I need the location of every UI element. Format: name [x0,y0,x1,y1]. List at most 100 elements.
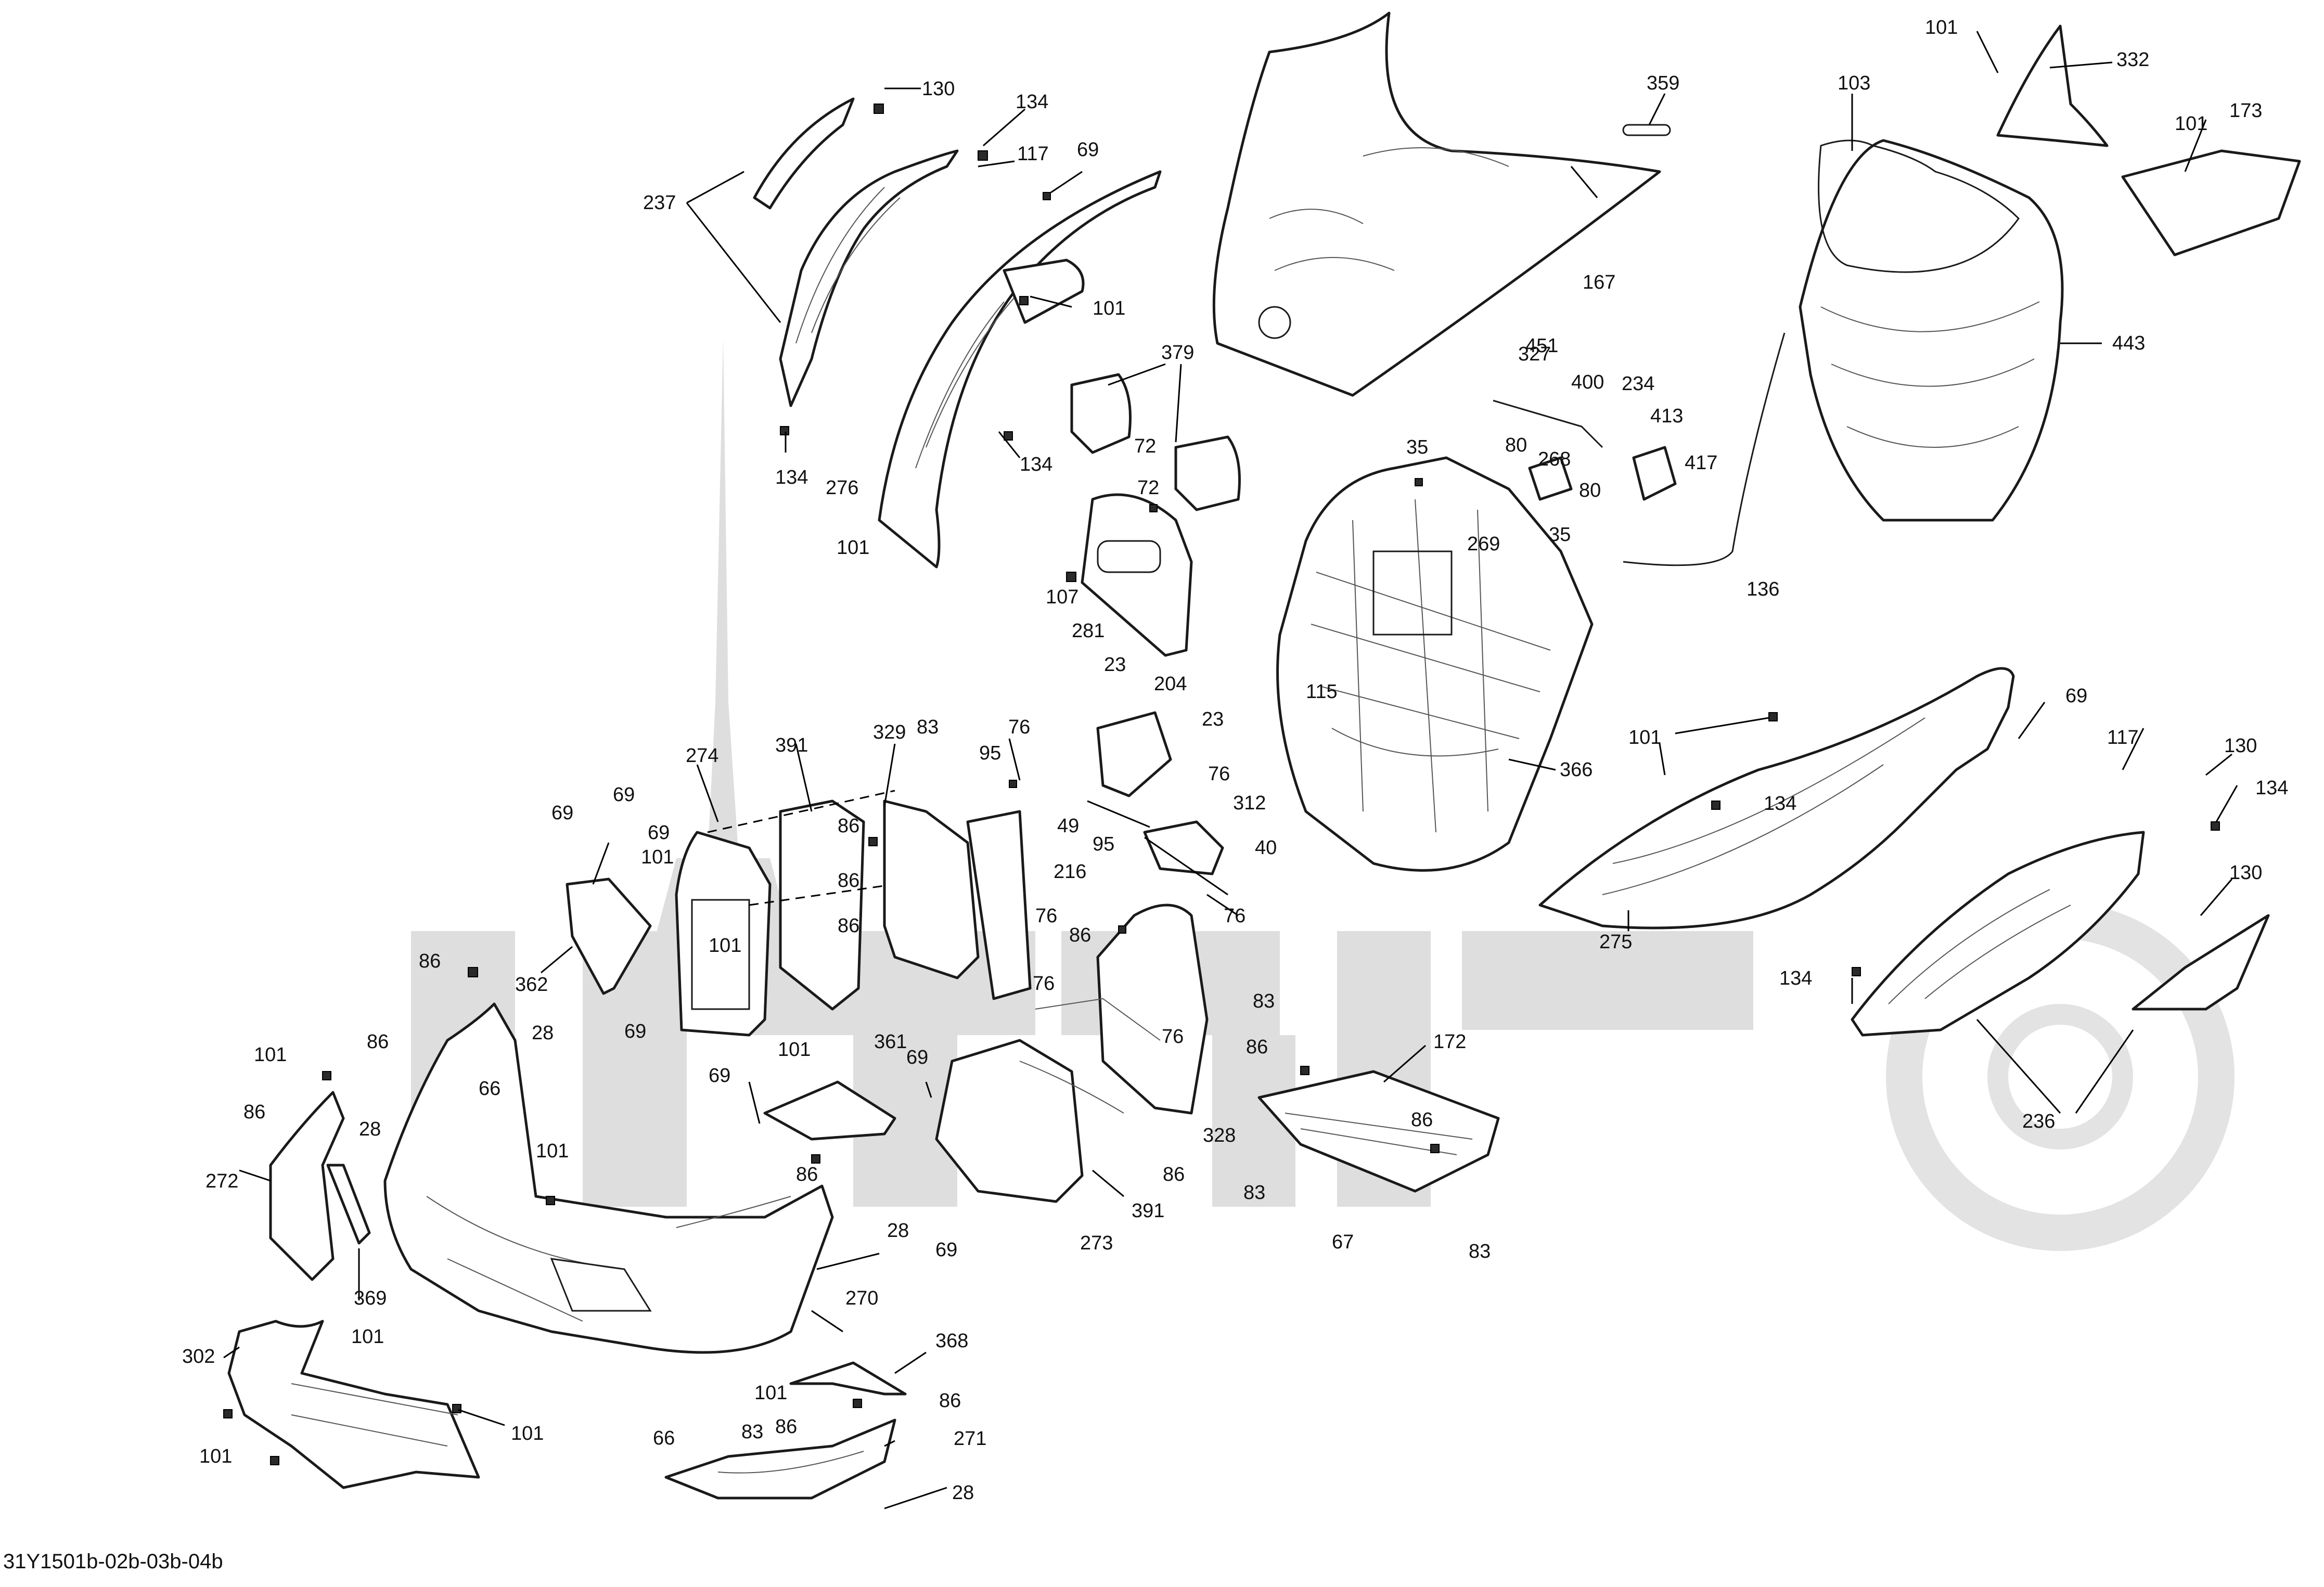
callout-134: 134 [775,467,808,488]
callout-76: 76 [1035,905,1057,927]
callout-130: 130 [2224,735,2257,757]
callout-101: 101 [536,1140,569,1162]
callout-136: 136 [1747,578,1779,600]
callout-101: 101 [511,1423,544,1444]
callout-72: 72 [1137,477,1159,499]
callout-103: 103 [1838,72,1870,94]
callout-216: 216 [1054,861,1086,883]
part-cable-cluster [1493,332,1786,566]
callout-69: 69 [648,822,670,844]
part-204-bracket [1096,711,1172,797]
callout-69: 69 [2065,685,2087,707]
callout-76: 76 [1033,973,1055,995]
callout-101: 101 [1925,17,1958,38]
part-332-bracket [1996,24,2109,147]
part-369-trim [326,1164,371,1245]
callout-302: 302 [182,1346,215,1367]
callout-69: 69 [935,1239,957,1261]
callout-86: 86 [419,950,441,972]
callout-366: 366 [1560,759,1593,781]
callout-80: 80 [1505,434,1527,456]
callout-35: 35 [1406,436,1428,458]
callout-101: 101 [254,1044,287,1066]
callout-95: 95 [1093,833,1114,855]
callout-281: 281 [1072,620,1105,642]
callout-130: 130 [922,78,955,100]
callout-134: 134 [2255,777,2288,799]
callout-269: 269 [1467,533,1500,555]
callout-76: 76 [1008,716,1030,738]
part-443-storage-bin [1799,139,2064,522]
callout-95: 95 [979,742,1001,764]
callout-272: 272 [206,1170,238,1192]
callout-361: 361 [874,1031,907,1053]
callout-86: 86 [367,1031,389,1053]
callout-101: 101 [754,1382,787,1404]
callout-276: 276 [826,477,858,499]
callout-173: 173 [2229,100,2262,122]
part-271-lower-trim [664,1418,896,1500]
callout-451: 451 [1525,335,1558,357]
callout-275: 275 [1599,931,1632,953]
callout-69: 69 [551,802,573,824]
callout-86: 86 [796,1164,818,1185]
callout-86: 86 [243,1101,265,1123]
part-276-side-fairing [878,170,1162,569]
callout-28: 28 [532,1022,554,1044]
callout-86: 86 [775,1416,797,1438]
callout-28: 28 [887,1220,909,1242]
part-173-bracket [2121,149,2301,256]
part-167-upper-cover [1212,11,1671,397]
callout-86: 86 [1246,1036,1268,1058]
callout-391: 391 [775,734,808,756]
callout-76: 76 [1162,1026,1184,1048]
callout-274: 274 [686,745,718,767]
callout-69: 69 [1077,139,1099,161]
callout-271: 271 [954,1428,986,1450]
callout-86: 86 [1163,1164,1185,1185]
callout-413: 413 [1650,405,1683,427]
callout-117: 117 [2107,727,2139,749]
callout-101: 101 [709,935,741,957]
part-391-plate [707,790,895,1011]
callout-327: 327 [1518,343,1551,365]
callout-83: 83 [917,716,939,738]
callout-69: 69 [624,1021,646,1042]
callout-66: 66 [653,1427,675,1449]
part-281-housing [1081,493,1193,657]
callout-268: 268 [1538,448,1571,470]
callout-117: 117 [1017,143,1049,165]
callout-86: 86 [838,915,859,937]
callout-204: 204 [1154,673,1187,695]
callout-101: 101 [199,1446,232,1467]
callout-107: 107 [1046,586,1078,608]
part-275-right-fairing [1538,667,2015,930]
callout-66: 66 [479,1078,500,1100]
part-272-side-trim [269,1091,345,1281]
callout-172: 172 [1433,1031,1466,1053]
part-361-bracket [763,1080,896,1141]
part-366-main-frame [1276,456,1594,872]
callout-49: 49 [1057,815,1079,837]
callout-368: 368 [935,1330,968,1352]
callout-101: 101 [1628,727,1661,749]
callout-400: 400 [1571,371,1604,393]
callout-86: 86 [838,870,859,892]
callout-362: 362 [515,974,548,996]
callout-130: 130 [2229,862,2262,884]
callout-28: 28 [952,1482,974,1504]
callout-83: 83 [1469,1241,1491,1262]
callout-234: 234 [1622,373,1654,395]
callout-86: 86 [1069,924,1091,946]
part-270-front-fascia [383,1002,834,1354]
part-312-plate [1087,800,1228,896]
callout-391: 391 [1132,1200,1164,1222]
callout-312: 312 [1233,792,1266,814]
fasteners [223,104,2220,1465]
part-236-right-grille [1851,831,2270,1037]
callout-329: 329 [873,721,906,743]
part-368-trim [789,1361,907,1396]
callout-101: 101 [2175,113,2207,135]
callout-72: 72 [1134,435,1156,457]
callout-101: 101 [778,1039,811,1061]
